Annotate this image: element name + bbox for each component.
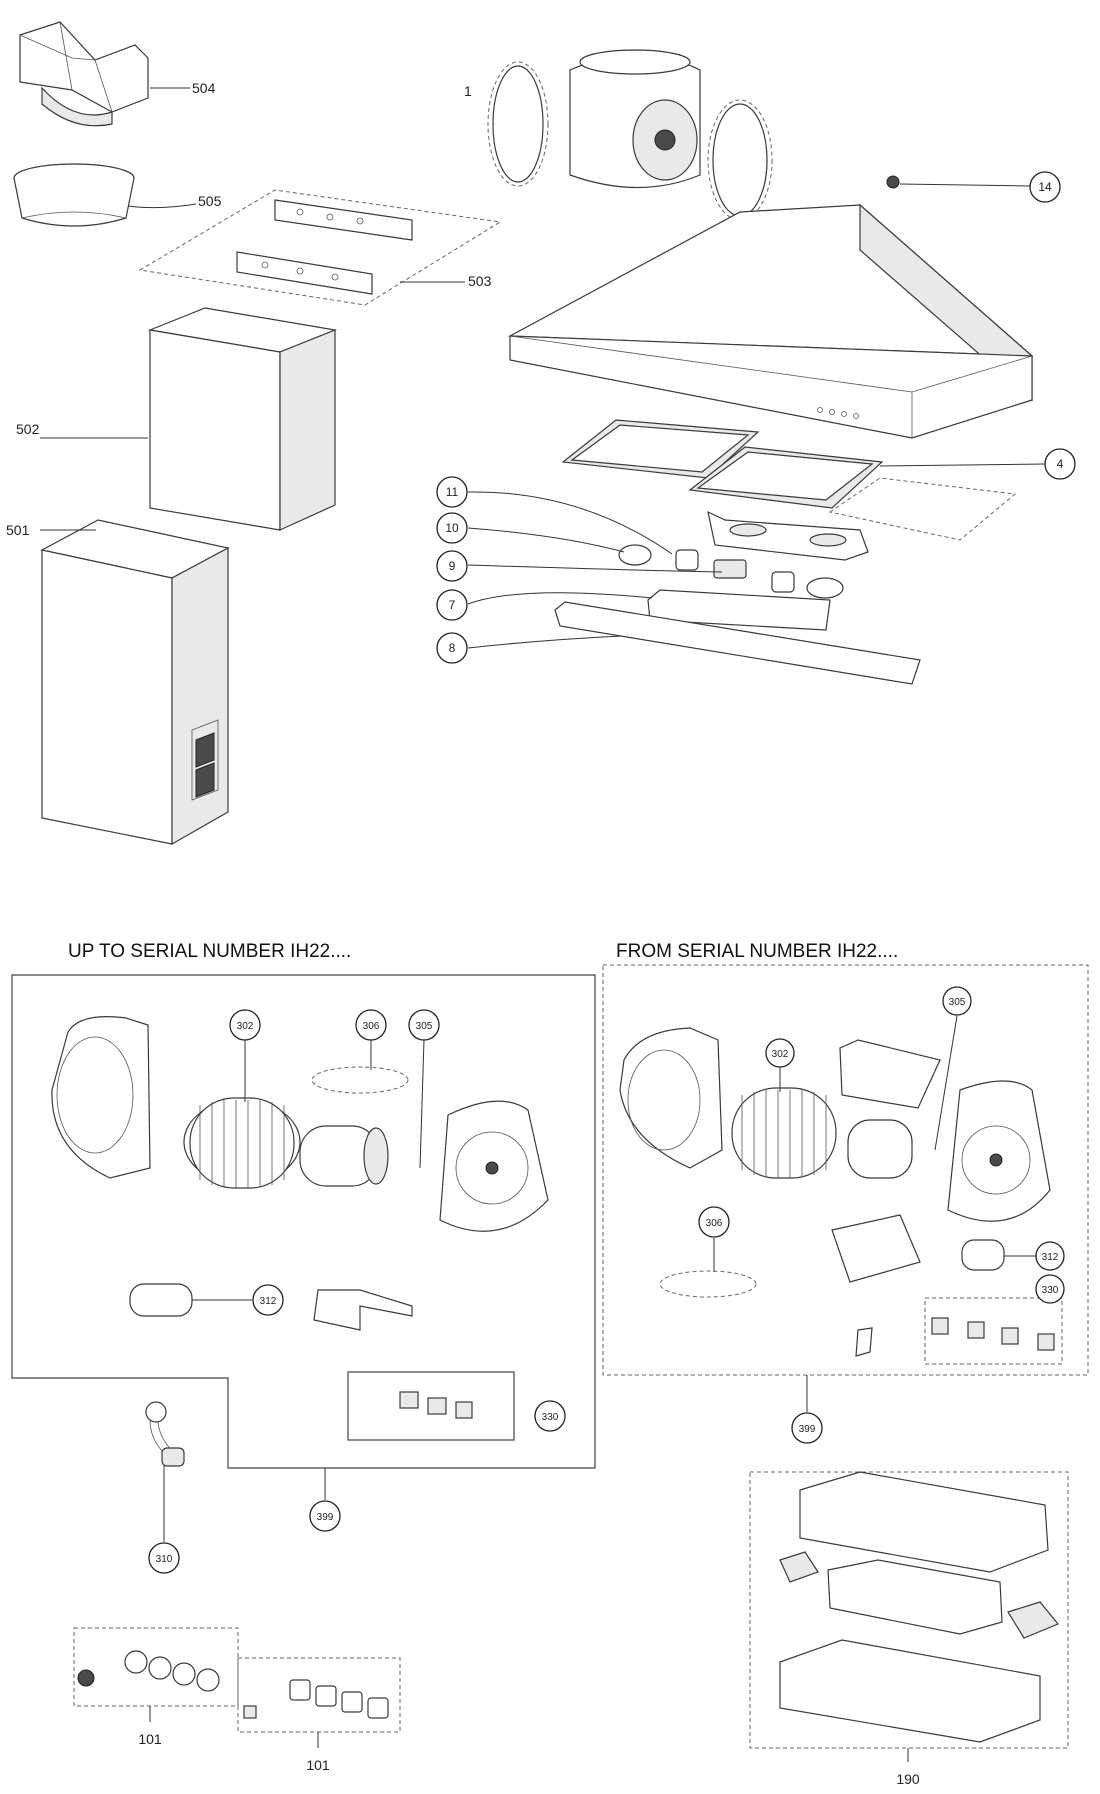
label-302-right: 302 [772,1049,789,1060]
callout-306-right: 306 [698,1206,730,1272]
callout-8: 8 [436,632,623,664]
part-14-screw: 14 [886,171,1061,203]
label-504: 504 [192,80,216,96]
label-305: 305 [416,1021,433,1032]
callout-330: 330 [534,1400,566,1432]
callout-305-right: 305 [934,986,972,1151]
label-312-right: 312 [1042,1252,1059,1263]
label-4: 4 [1057,457,1064,471]
label-501: 501 [6,522,30,538]
label-399-left: 399 [317,1512,334,1523]
callout-11: 11 [436,476,673,555]
left-section-title: UP TO SERIAL NUMBER IH22.... [68,941,351,962]
callout-330-right: 330 [1035,1274,1065,1304]
part-4-grease-filters: 4 [561,419,1076,541]
label-302: 302 [237,1021,254,1032]
part-505-spigot: 505 [13,163,222,227]
label-190: 190 [896,1771,920,1787]
callout-302-right: 302 [765,1038,795,1092]
part-504-duct-adaptor: 504 [19,21,216,127]
callout-312: 312 [192,1284,284,1316]
label-11: 11 [446,485,459,499]
label-305-right: 305 [949,997,966,1008]
part-190-control-housing: 190 [749,1471,1069,1787]
part-101-control-panel-b: 101 [237,1657,401,1773]
label-330: 330 [542,1412,559,1423]
callout-399-left: 399 [309,1468,341,1532]
callout-10: 10 [436,512,625,553]
label-312: 312 [260,1296,277,1307]
label-399-right: 399 [799,1424,816,1435]
label-502: 502 [16,421,40,437]
label-310: 310 [156,1554,173,1565]
right-motor-frame [602,964,1089,1376]
callout-312-right: 312 [1004,1241,1065,1271]
part-503-wall-brackets: 503 [138,189,502,306]
label-505: 505 [198,193,222,209]
callout-305: 305 [408,1009,440,1169]
part-1-motor-assembly: 1 [464,49,773,221]
callout-9: 9 [436,550,723,582]
label-1: 1 [464,83,472,99]
right-section-title: FROM SERIAL NUMBER IH22.... [616,941,898,962]
label-8: 8 [449,641,456,655]
label-14: 14 [1038,180,1052,194]
callout-302: 302 [229,1009,261,1102]
label-101-b: 101 [306,1757,330,1773]
label-306-right: 306 [706,1218,723,1229]
part-101-control-panel-a: 101 [73,1627,239,1747]
part-501-lower-chimney: 501 [6,519,230,846]
label-10: 10 [445,521,459,535]
label-9: 9 [449,559,456,573]
part-502-upper-chimney: 502 [16,307,338,531]
label-306: 306 [363,1021,380,1032]
callout-7: 7 [436,589,653,621]
callout-306: 306 [355,1009,387,1070]
label-503: 503 [468,273,492,289]
hood-canopy [507,203,1034,439]
light-assembly [554,510,921,685]
left-motor-frame [11,974,596,1469]
callout-399-right: 399 [791,1375,823,1444]
label-101-a: 101 [138,1731,162,1747]
label-7: 7 [449,598,456,612]
part-310-switch: 310 [145,1401,185,1574]
label-330-right: 330 [1042,1285,1059,1296]
